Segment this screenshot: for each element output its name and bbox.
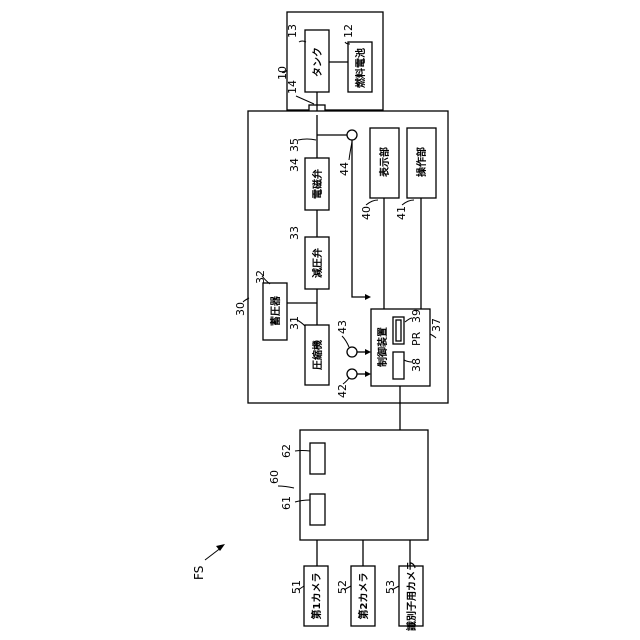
ref-38: 38: [410, 358, 423, 372]
solenoid-valve-label: 電磁弁: [311, 169, 324, 199]
ref-37: 37: [430, 318, 443, 332]
sensor-42: [347, 369, 357, 379]
sensor-44: [347, 130, 357, 140]
ref-30: 30: [234, 302, 247, 316]
server-61-box: [310, 494, 325, 525]
controller-label: 制御装置: [376, 327, 389, 367]
operation-label: 操作部: [415, 147, 428, 177]
ref-44: 44: [338, 162, 351, 176]
ref-60: 60: [268, 470, 281, 484]
leader-60: [278, 486, 294, 488]
reducing-valve-label: 減圧弁: [311, 248, 324, 278]
ref-39: 39: [410, 309, 423, 323]
ref-10: 10: [276, 66, 289, 80]
ref-32: 32: [254, 270, 267, 284]
camera2-label: 第2カメラ: [357, 573, 370, 620]
ref-33: 33: [288, 226, 301, 240]
memory-38-box: [393, 352, 404, 379]
figure-label: FS: [192, 566, 206, 580]
ref-14: 14: [286, 80, 299, 94]
ref-53: 53: [384, 580, 397, 594]
camera1-label: 第1カメラ: [310, 573, 323, 620]
ref-34: 34: [288, 158, 301, 172]
ref-40: 40: [360, 206, 373, 220]
accumulator-label: 蓄圧器: [269, 295, 282, 326]
ref-51: 51: [290, 580, 303, 594]
memory-39-inner: [396, 320, 401, 341]
compressor-label: 圧縮機: [311, 340, 324, 370]
server-62-box: [310, 443, 325, 474]
ref-43: 43: [336, 320, 349, 334]
ref-12: 12: [342, 24, 355, 38]
fuel-cell-label: 燃料電池: [354, 48, 367, 88]
sensor-43: [347, 347, 357, 357]
ref-62: 62: [280, 444, 293, 458]
pr-label: PR: [410, 331, 423, 346]
ref-52: 52: [336, 580, 349, 594]
ref-31: 31: [288, 316, 301, 330]
ref-61: 61: [280, 496, 293, 510]
leader-62: [295, 451, 310, 452]
camera3-label: 識別子用カメラ: [405, 561, 418, 631]
tank-label: タンク: [312, 47, 324, 77]
display-label: 表示部: [378, 147, 391, 178]
ref-41: 41: [395, 206, 408, 220]
ref-13: 13: [286, 24, 299, 38]
ref-42: 42: [336, 384, 349, 398]
